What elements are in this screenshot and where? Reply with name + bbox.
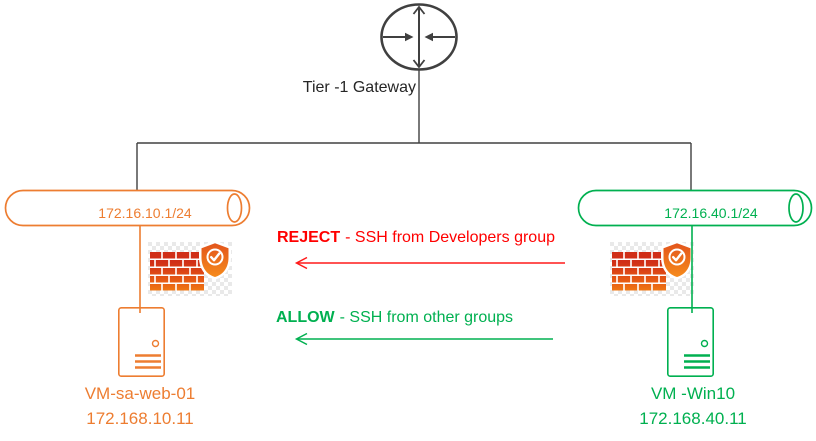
allow-rule-description: - SSH from other groups <box>339 309 514 326</box>
subnet-label-right: 172.16.40.1/24 <box>664 205 758 221</box>
reject-arrow <box>294 256 565 270</box>
reject-rule-text: REJECT- SSH from Developers group <box>277 229 555 247</box>
vm-server-icon-right <box>666 306 715 378</box>
vm-right-name: VM -Win10 <box>650 384 736 403</box>
allow-rule-text: ALLOW- SSH from other groups <box>276 309 513 327</box>
reject-rule-keyword: REJECT <box>277 229 341 246</box>
connector-lines <box>136 70 692 190</box>
firewall-shield-icon-right <box>610 242 694 296</box>
reject-rule-description: - SSH from Developers group <box>345 229 555 246</box>
vm-server-icon-left <box>117 306 166 378</box>
gateway-label: Tier -1 Gateway <box>302 79 416 96</box>
firewall-shield-icon-left <box>148 242 232 296</box>
vm-right-ip: 172.168.40.11 <box>639 409 747 428</box>
allow-arrow <box>294 332 553 346</box>
network-segment-right-icon <box>577 189 813 227</box>
allow-rule-keyword: ALLOW <box>276 309 335 326</box>
vm-left-name: VM-sa-web-01 <box>84 384 196 403</box>
network-segment-left-icon <box>4 189 251 227</box>
subnet-label-left: 172.16.10.1/24 <box>98 205 192 221</box>
gateway-router-icon <box>380 3 458 71</box>
vm-left-ip: 172.168.10.11 <box>86 409 194 428</box>
